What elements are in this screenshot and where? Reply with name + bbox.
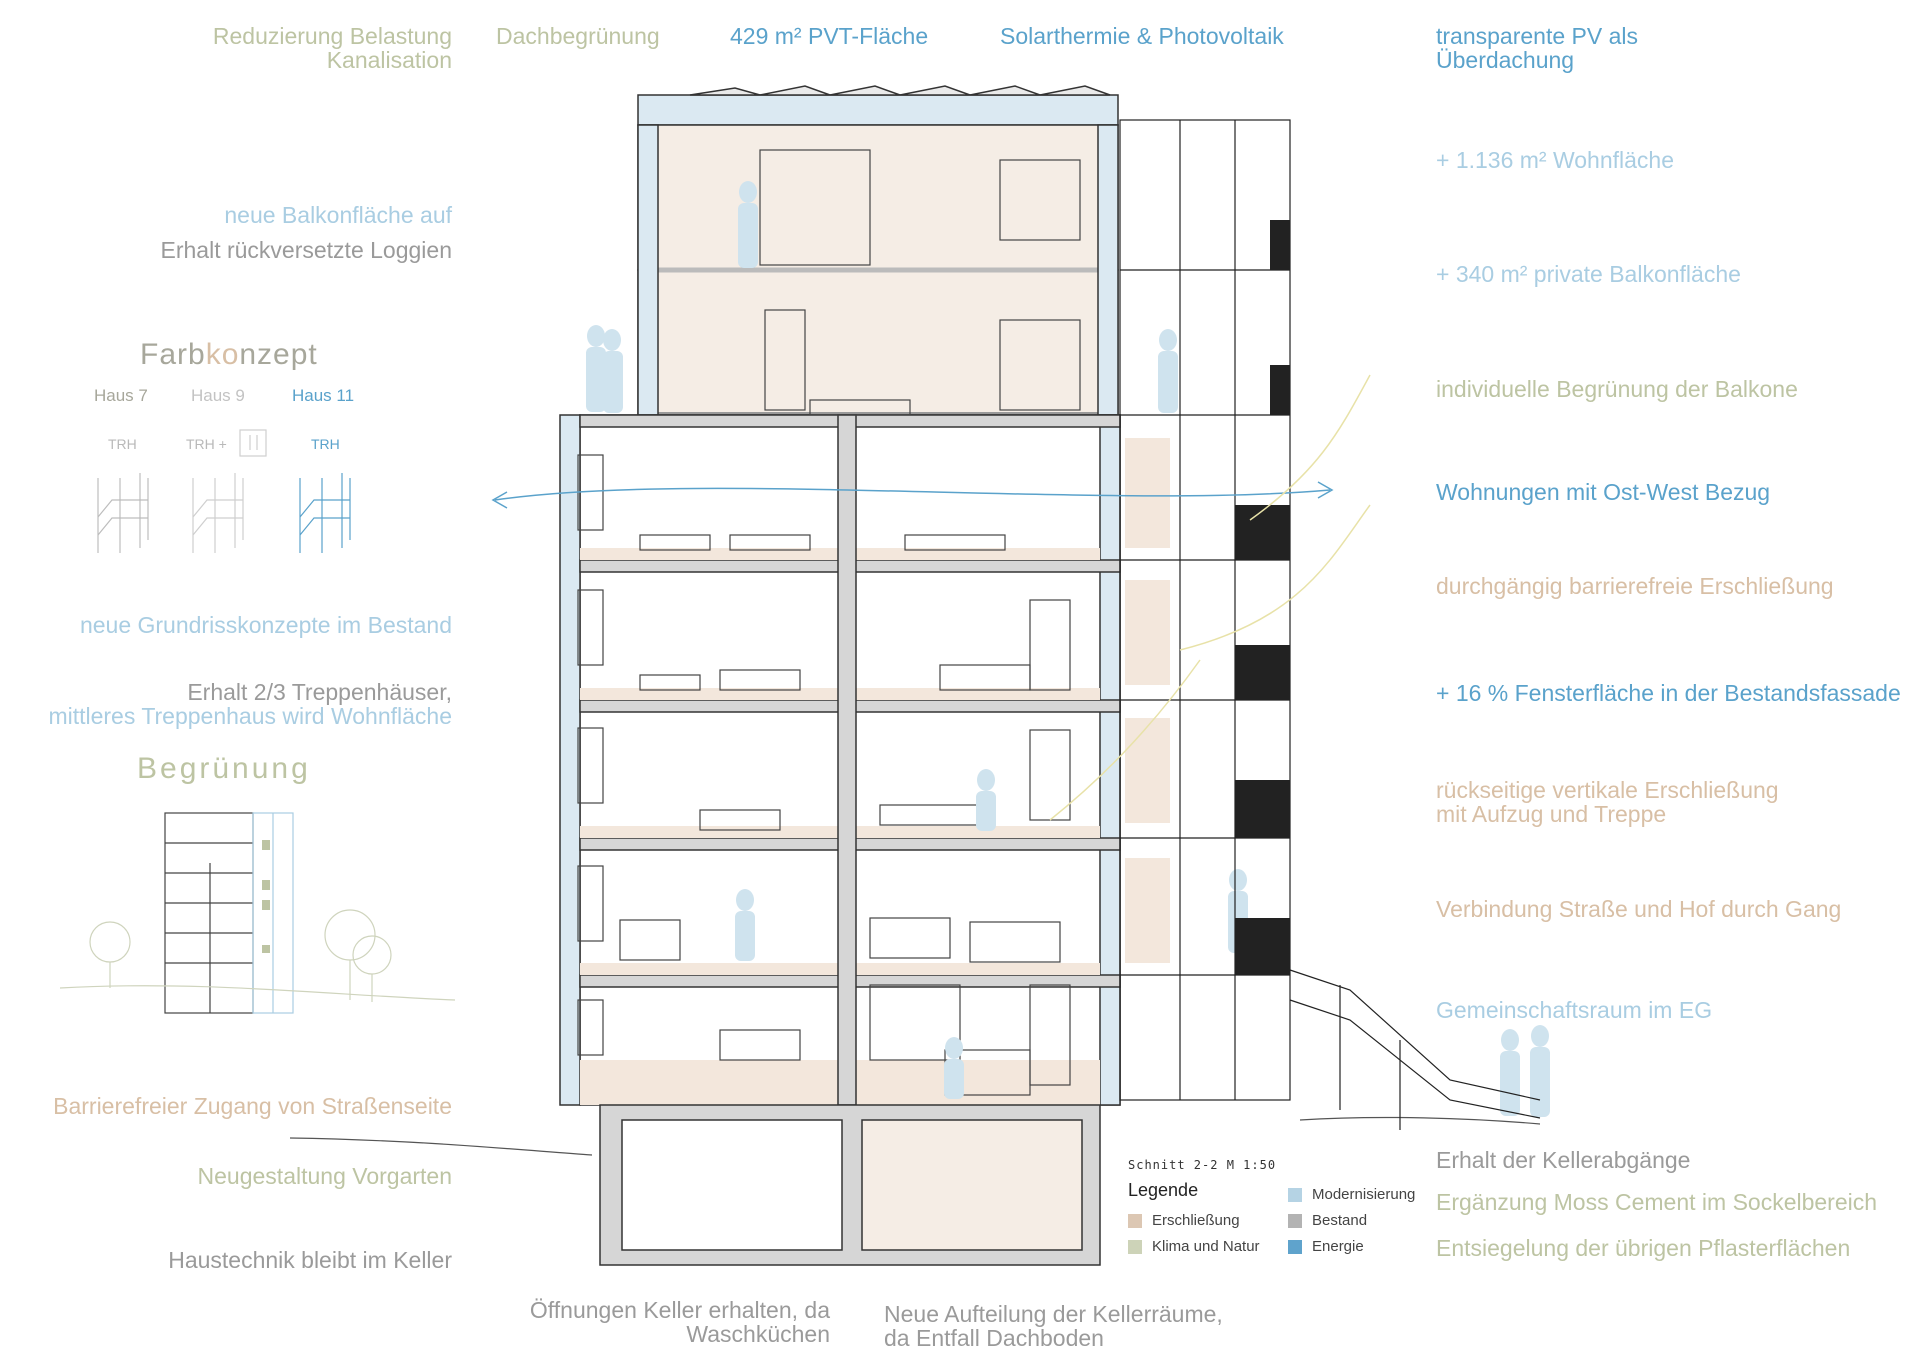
label-treppenhaeuser-1: Erhalt 2/3 Treppenhäuser, [187, 679, 452, 705]
label-ost-west-bezug: Wohnungen mit Ost-West Bezug [1436, 479, 1771, 505]
label-reduzierung-1: Reduzierung Belastung [212, 23, 452, 49]
legend-item-erschliessung: Erschließung [1128, 1212, 1240, 1229]
greening-line [1249, 374, 1371, 521]
label-kellerabgaenge: Erhalt der Kellerabgänge [1436, 1147, 1691, 1173]
label-gemeinschaftsraum: Gemeinschaftsraum im EG [1436, 997, 1713, 1023]
house-label-11: Haus 11 [292, 386, 355, 405]
label-entsiegelung: Entsiegelung der übrigen Pflasterflächen [1436, 1235, 1851, 1261]
label-haustechnik: Haustechnik bleibt im Keller [168, 1247, 452, 1273]
interior-details [577, 149, 1081, 1096]
label-erhalt-loggien: Erhalt rückversetzte Loggien [160, 237, 453, 263]
label-barrierefreier-zugang: Barrierefreier Zugang von Straßenseite [53, 1093, 452, 1119]
label-aufteilung-2: da Entfall Dachboden [884, 1325, 1104, 1351]
ost-west-arrow [494, 487, 1331, 501]
legend: Schnitt 2-2 M 1:50 Legende Erschließung … [1128, 1158, 1428, 1258]
label-moss-cement: Ergänzung Moss Cement im Sockelbereich [1436, 1189, 1878, 1215]
legend-title: Legende [1128, 1180, 1199, 1200]
legend-swatch-klima [1128, 1239, 1142, 1254]
begruenung-diagram [59, 812, 456, 1014]
legend-item-modernisierung: Modernisierung [1288, 1186, 1415, 1203]
label-rueckseitige-1: rückseitige vertikale Erschließung [1436, 777, 1779, 803]
label-grundrisskonzepte: neue Grundrisskonzepte im Bestand [79, 612, 452, 638]
legend-subtitle: Schnitt 2-2 M 1:50 [1128, 1158, 1277, 1172]
label-neue-balkonflaeche: neue Balkonfläche auf [224, 202, 452, 228]
legend-item-bestand: Bestand [1288, 1212, 1367, 1229]
legend-swatch-bestand [1288, 1213, 1302, 1228]
label-reduzierung-2: Kanalisation [326, 47, 452, 73]
balcony-railings [1235, 220, 1290, 975]
erschliessung-fill [1125, 438, 1170, 963]
label-individuelle-begruenung: individuelle Begrünung der Balkone [1436, 376, 1798, 402]
legend-swatch-modernisierung [1288, 1187, 1302, 1202]
legend-item-klima: Klima und Natur [1128, 1238, 1260, 1255]
label-oeffnungen-2: Waschküchen [686, 1321, 830, 1347]
legend-swatch-erschliessung [1128, 1213, 1142, 1228]
begruenung-title: Begrünung [137, 752, 311, 785]
trh-label-7: TRH [108, 436, 137, 452]
farbkonzept-title: Farbkonzept [140, 338, 318, 371]
trh-label-9: TRH + [186, 436, 227, 452]
label-pvt-flaeche: 429 m² PVT-Fläche [730, 23, 929, 49]
roof-pv-panels [689, 85, 1111, 96]
label-private-balkonflaeche: + 340 m² private Balkonfläche [1436, 261, 1741, 287]
label-solarthermie: Solarthermie & Photovoltaik [1000, 23, 1284, 49]
label-wohnflaeche: + 1.136 m² Wohnfläche [1436, 147, 1675, 173]
farbkonzept-diagrams [97, 429, 351, 553]
outdoor-ramp [1289, 969, 1541, 1130]
people-silhouettes [586, 181, 1550, 1117]
label-fensterflaeche: + 16 % Fensterfläche in der Bestandsfass… [1436, 680, 1901, 706]
trh-label-11: TRH [311, 436, 340, 452]
label-neugestaltung-vorgarten: Neugestaltung Vorgarten [197, 1163, 452, 1189]
legend-swatch-energie [1288, 1239, 1302, 1254]
label-barrierefreie-erschliessung: durchgängig barrierefreie Erschließung [1436, 573, 1834, 599]
ground-line [289, 1137, 593, 1156]
label-verbindung: Verbindung Straße und Hof durch Gang [1436, 896, 1842, 922]
label-transparente-pv-2: Überdachung [1436, 47, 1575, 73]
legend-item-energie: Energie [1288, 1238, 1364, 1255]
house-label-9: Haus 9 [191, 386, 245, 405]
house-label-7: Haus 7 [94, 386, 148, 405]
label-rueckseitige-2: mit Aufzug und Treppe [1436, 801, 1667, 827]
label-aufteilung-1: Neue Aufteilung der Kellerräume, [884, 1301, 1223, 1327]
label-transparente-pv-1: transparente PV als [1436, 23, 1639, 49]
label-dachbegruenung: Dachbegrünung [496, 23, 660, 49]
label-oeffnungen-1: Öffnungen Keller erhalten, da [529, 1297, 830, 1323]
label-treppenhaeuser-2: mittleres Treppenhaus wird Wohnfläche [48, 703, 452, 729]
